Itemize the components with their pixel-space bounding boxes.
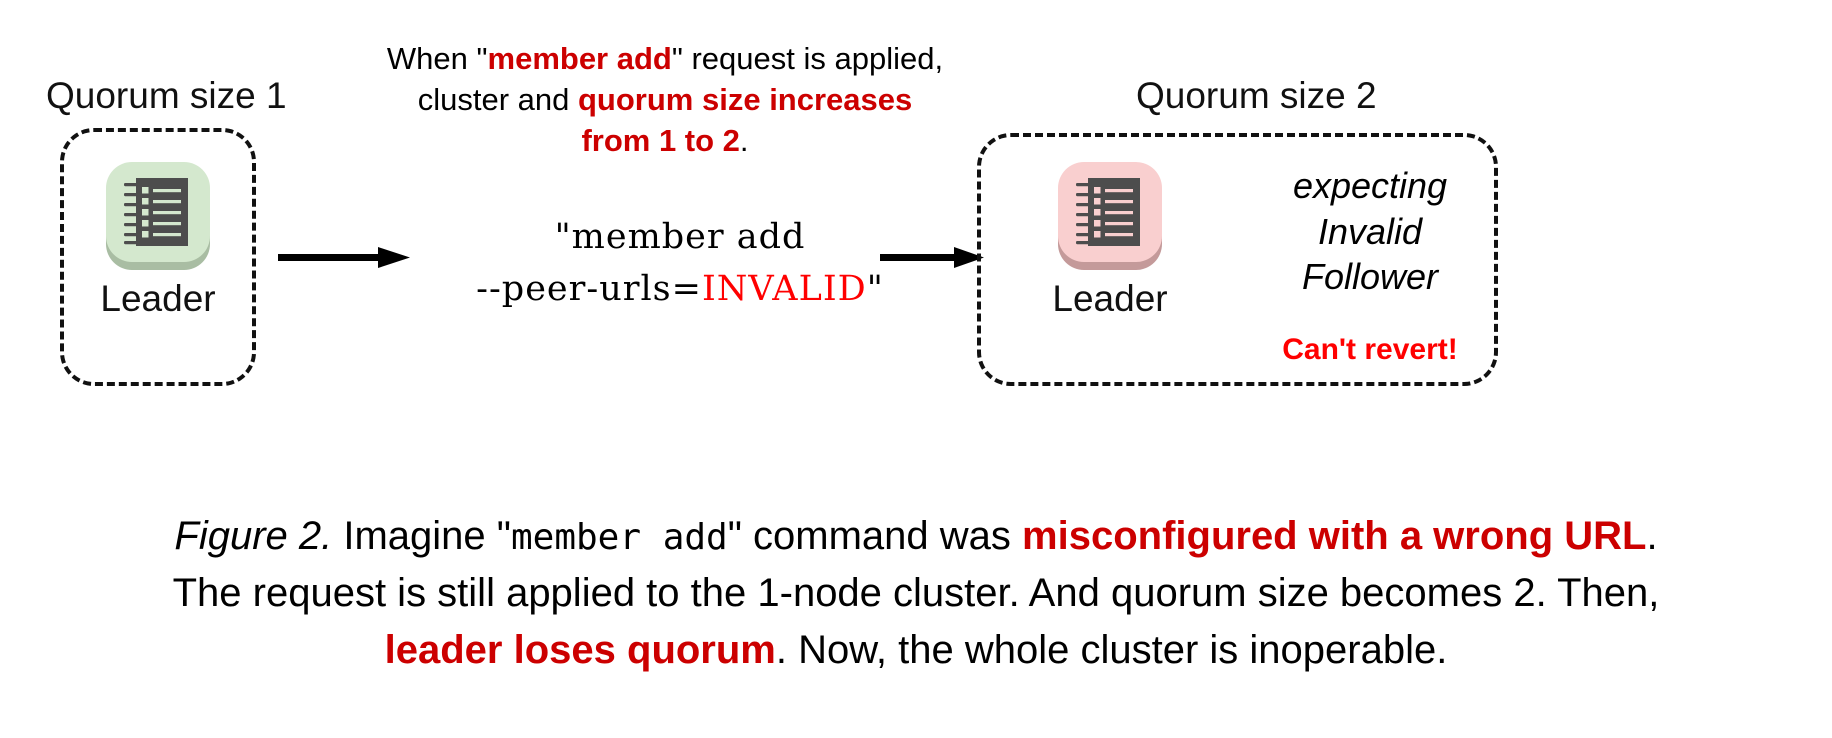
notebook-icon bbox=[1054, 158, 1166, 270]
caption-line-3: leader loses quorum. Now, the whole clus… bbox=[0, 622, 1832, 679]
command-line-2-prefix: --peer-urls= bbox=[476, 268, 702, 309]
top-note-line2: cluster and quorum size increases bbox=[418, 82, 913, 117]
command-line-2: --peer-urls=INVALID" bbox=[420, 264, 940, 316]
cant-revert-warning: Can't revert! bbox=[1282, 333, 1458, 366]
top-note-l2a: cluster and bbox=[417, 82, 578, 118]
top-note-line1: When "member add" request is applied, bbox=[387, 41, 943, 76]
top-note-l3a: from 1 to 2 bbox=[581, 123, 740, 159]
top-note-l1c: " request is applied, bbox=[671, 41, 944, 76]
cluster-box-right bbox=[977, 133, 1498, 386]
command-line-2-suffix: " bbox=[866, 268, 884, 309]
top-note-l2b: quorum size increases bbox=[578, 82, 913, 118]
caption-l1-red: misconfigured with a wrong URL bbox=[1022, 514, 1647, 558]
follower-note-line-2: Invalid bbox=[1317, 210, 1423, 252]
follower-status-note: expecting Invalid Follower bbox=[1245, 163, 1495, 300]
top-note-l3b: . bbox=[739, 123, 749, 159]
arrow-right-icon-right bbox=[880, 245, 984, 271]
top-note-line3: from 1 to 2. bbox=[581, 123, 748, 158]
node-left: Leader bbox=[88, 158, 228, 317]
command-line-2-value: INVALID bbox=[701, 268, 867, 309]
caption-line-1: Figure 2. Imagine "member add" command w… bbox=[0, 508, 1832, 565]
command-line-1: "member add bbox=[554, 217, 806, 257]
cluster-box-left bbox=[60, 128, 256, 386]
top-note-l1a: When " bbox=[386, 41, 488, 76]
node-right: Leader bbox=[1040, 158, 1180, 317]
top-note-l1b: member add bbox=[487, 41, 672, 76]
caption-label: Figure 2. bbox=[174, 514, 333, 558]
top-note: When "member add" request is applied, cl… bbox=[355, 38, 975, 162]
quorum-size-label-right: Quorum size 2 bbox=[1136, 75, 1377, 116]
caption-l1b: " command was bbox=[727, 514, 1023, 558]
figure-caption: Figure 2. Imagine "member add" command w… bbox=[0, 508, 1832, 678]
notebook-icon bbox=[102, 158, 214, 270]
caption-l1a: Imagine " bbox=[332, 514, 511, 558]
caption-l1-mono: member add bbox=[510, 517, 728, 558]
caption-l1c: . bbox=[1646, 514, 1658, 558]
node-label-right: Leader bbox=[1052, 278, 1168, 319]
follower-note-line-3: Follower bbox=[1301, 256, 1439, 298]
caption-l3-red: leader loses quorum bbox=[384, 627, 776, 672]
quorum-size-label-left: Quorum size 1 bbox=[46, 75, 287, 116]
command-text: "member add --peer-urls=INVALID" bbox=[420, 212, 940, 316]
caption-l3b: . Now, the whole cluster is inoperable. bbox=[775, 627, 1448, 672]
arrow-right-icon-left bbox=[278, 245, 410, 271]
node-label-left: Leader bbox=[100, 278, 216, 319]
follower-note-line-1: expecting bbox=[1292, 165, 1448, 206]
caption-line-2: The request is still applied to the 1-no… bbox=[172, 570, 1660, 615]
